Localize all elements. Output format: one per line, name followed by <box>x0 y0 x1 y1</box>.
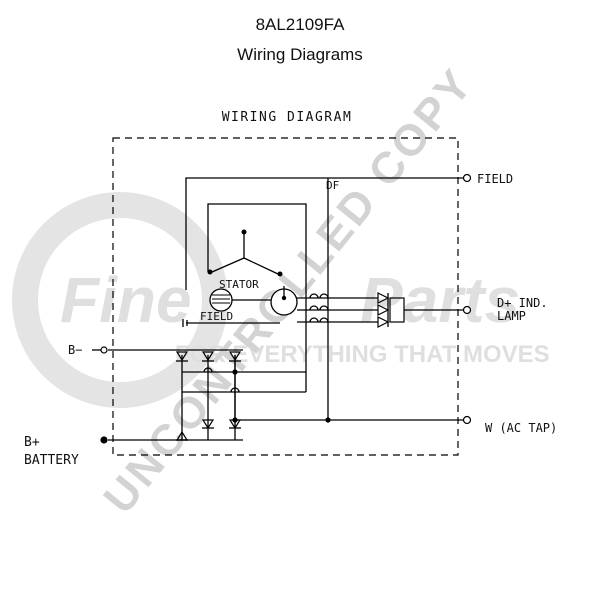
field-coil-label: FIELD <box>200 310 233 323</box>
rectifier-diodes <box>108 349 243 441</box>
terminal-b-minus[interactable]: B− <box>68 343 108 357</box>
terminal-field[interactable]: FIELD <box>462 172 514 186</box>
stator-label: STATOR <box>219 278 259 291</box>
watermark-tagline: FOR EVERYTHING THAT MOVES <box>175 341 550 368</box>
exciter-diodes <box>297 292 466 328</box>
terminal-b-plus-label-2: BATTERY <box>24 453 79 468</box>
terminal-w[interactable]: W (AC TAP) <box>462 415 558 436</box>
terminal-field-label: FIELD <box>477 172 513 186</box>
field-wiring: DF <box>185 177 466 420</box>
terminal-w-label: W (AC TAP) <box>485 421 557 435</box>
internal-ground <box>182 319 280 327</box>
field-coil: FIELD <box>200 288 280 323</box>
df-label: DF <box>326 179 339 192</box>
diagram-heading: WIRING DIAGRAM <box>222 110 353 125</box>
terminal-b-minus-label: B− <box>68 343 82 357</box>
terminal-d-plus[interactable]: D+ IND. LAMP <box>462 296 548 323</box>
terminal-d-plus-label-1: D+ IND. <box>497 296 548 310</box>
regulator <box>270 286 298 316</box>
part-number: 8AL2109FA <box>256 15 346 34</box>
watermark-brand-right: Parts <box>360 264 520 336</box>
terminal-d-plus-label-2: LAMP <box>497 309 526 323</box>
page-title: Wiring Diagrams <box>237 45 363 64</box>
watermark-brand-left: Fine <box>60 264 192 336</box>
terminal-b-plus[interactable]: B+ BATTERY <box>24 435 108 468</box>
terminal-b-plus-label-1: B+ <box>24 435 40 450</box>
alternator-outline <box>112 137 459 456</box>
